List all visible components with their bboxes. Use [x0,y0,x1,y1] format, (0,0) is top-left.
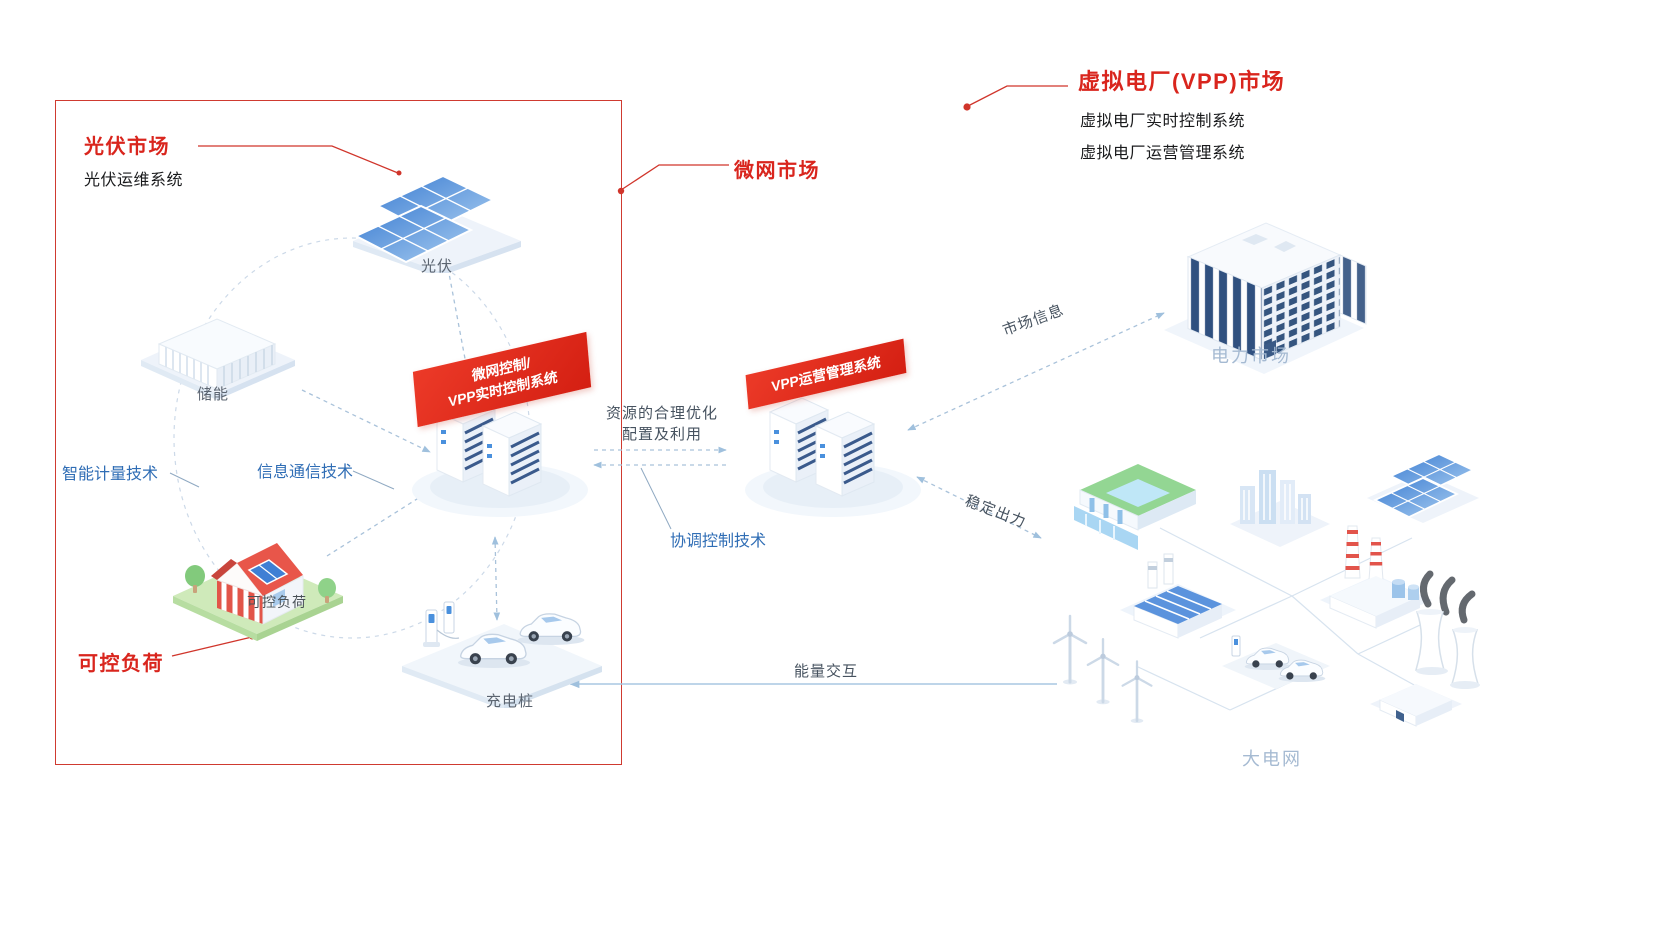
vpp-subtitle-1: 虚拟电厂实时控制系统 [1080,113,1246,130]
microgrid-market-title: 微网市场 [734,160,820,182]
grid-solar-icon [1367,453,1479,523]
leader-dot [963,103,971,111]
charging-to-controller-arrow [491,536,501,621]
city-buildings-icon [1230,470,1330,547]
vpp-to-grid-arrow [916,476,1042,539]
vpp-server-illustration [745,397,921,517]
charging-station-illustration [402,601,602,708]
container-ridges-left [165,347,209,385]
resource-optimization-line1: 资源的合理优化 [606,405,719,422]
substation-icon [1370,684,1462,727]
house-body [211,543,304,625]
house-ground-label: 可控负荷 [247,594,307,610]
factory-icon [1120,553,1236,639]
wind-turbine-icon [1121,660,1153,724]
pv-market-title: 光伏市场 [84,136,170,158]
house-to-controller-arrow [326,491,429,557]
resource-optimization-label: 资源的合理优化 配置及利用 [606,402,718,444]
server-rack [814,411,876,497]
building-right-face [1261,254,1341,361]
wind-turbine-icon [1086,638,1120,705]
power-plant-icon [1320,525,1432,629]
big-grid-label: 大电网 [1242,749,1302,769]
charging-post [423,609,440,647]
charging-node-label: 充电桩 [486,693,535,710]
storage-node-label: 储能 [197,386,230,403]
energy-exchange-label: 能量交互 [794,663,859,680]
coordination-label: 协调控制技术 [670,533,767,550]
resource-optimization-line2: 配置及利用 [621,426,702,443]
ict-label: 信息通信技术 [257,464,354,481]
roof-unit [1242,234,1268,245]
building-entrance [1264,340,1276,360]
gray-leader-lines [169,467,672,530]
vpp-market-title: 虚拟电厂(VPP)市场 [1078,69,1286,94]
hydro-dam-icon [1074,464,1196,550]
ev-car [517,613,585,645]
ev-charging-icon [1222,635,1330,689]
leader-dot [396,170,402,176]
smoke-icon [1420,570,1476,624]
storage-illustration [141,318,295,400]
controllable-load-title: 可控负荷 [78,653,164,675]
charging-post [443,601,455,634]
red-leader-lines [171,85,1068,657]
house-illustration [173,543,343,641]
tree-icon [185,565,205,593]
rooftop-solar-panel [247,559,289,585]
tree-icon [318,578,336,603]
wind-turbine-icon [1052,614,1088,685]
smart-metering-label: 智能计量技术 [62,466,159,483]
power-market-building-illustration [1164,222,1367,374]
charging-cable [436,629,460,639]
vpp-subtitle-2: 虚拟电厂运营管理系统 [1080,145,1246,162]
cooling-towers-icon [1415,570,1480,689]
container-ridges-right [223,345,273,386]
solar-panel-front [353,204,474,264]
solar-array-illustration [353,174,521,273]
server-rack [481,411,543,497]
pv-to-controller-arrow [447,267,471,381]
power-market-label: 电力市场 [1211,346,1291,366]
microgrid-market-box [55,100,622,765]
building-wing [1339,254,1367,325]
big-grid-illustration [1052,453,1480,727]
leader-dot [617,187,625,195]
pv-node-label: 光伏 [421,258,454,275]
vpp-to-market-arrow [907,312,1165,431]
microgrid-server-illustration [412,397,588,517]
pv-om-system-label: 光伏运维系统 [84,172,184,189]
roof-unit [1274,241,1296,252]
